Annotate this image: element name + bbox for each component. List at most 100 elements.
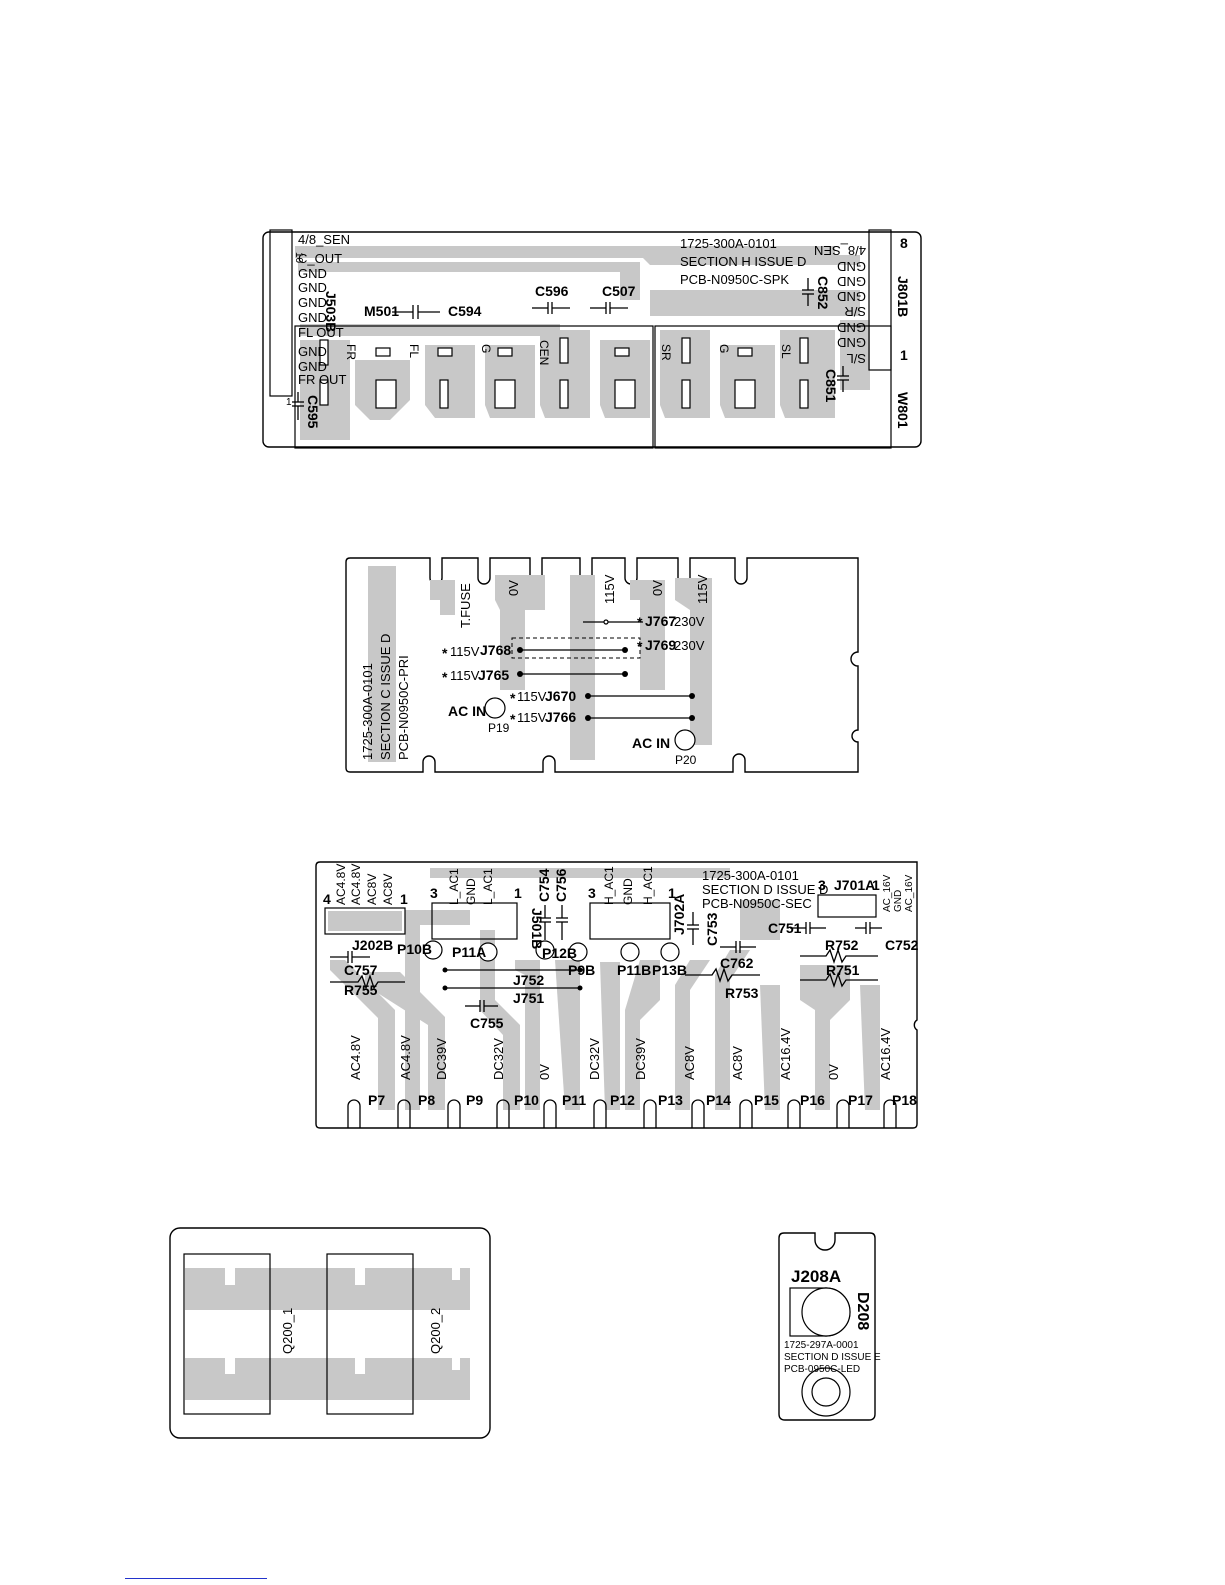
sec-voltage-p18: AC16.4V	[878, 1028, 893, 1080]
spk-right-pin-5: S/R	[844, 304, 866, 319]
pri-jumpers	[511, 619, 695, 721]
pri-p20-pad	[674, 729, 696, 751]
sec-label-c751: C751	[768, 920, 802, 936]
sec-j202b-pin-4: AC8V	[381, 874, 395, 905]
pri-label-230v-1: 230V	[674, 614, 705, 629]
sec-voltage-p17: 0V	[826, 1064, 841, 1080]
pri-board-code: 1725-300A-0101	[360, 663, 375, 760]
spk-right-pin-8: S/L	[846, 351, 866, 366]
sec-components	[330, 905, 882, 1012]
led-board-code: 1725-297A-0001	[784, 1340, 859, 1351]
spk-left-pin-1: 4/8_SEN	[298, 232, 350, 247]
sec-j701a-num-3: 3	[818, 877, 826, 893]
spk-label-m501: M501	[364, 303, 399, 319]
sec-j702a-pin-3: H_AC1	[641, 866, 655, 905]
sec-voltage-p9: DC39V	[434, 1038, 449, 1080]
sec-j202b-pin-2: AC4.8V	[349, 864, 363, 905]
sec-j701a-connector	[817, 894, 877, 918]
sec-j501b-pin-1: L_AC1	[447, 868, 461, 905]
pri-board-pcb: PCB-N0950C-PRI	[396, 655, 411, 760]
spk-label-c596: C596	[535, 283, 569, 299]
sec-label-j701a: J701A	[834, 877, 875, 893]
pri-traces	[368, 566, 712, 762]
sec-pin-p15: P15	[754, 1092, 779, 1108]
spk-right-pin-3: GND	[837, 274, 866, 289]
pri-label-p20: P20	[675, 753, 697, 767]
sec-label-p10b: P10B	[397, 941, 432, 957]
sec-label-c755: C755	[470, 1015, 504, 1031]
spk-terminal-right	[654, 325, 892, 449]
spk-left-pin-4: GND	[298, 280, 327, 295]
sec-j202b-pin-3: AC8V	[365, 874, 379, 905]
pri-label-115v-j766: 115V	[517, 710, 547, 725]
sec-label-r751: R751	[826, 962, 860, 978]
sec-label-c754: C754	[536, 868, 552, 902]
sec-j202b-num-1: 1	[400, 891, 408, 907]
sec-label-j751: J751	[513, 990, 544, 1006]
pri-label-j766: J766	[545, 709, 576, 725]
spk-left-pin-2: C_OUT	[298, 251, 342, 266]
sec-voltage-p13: DC39V	[633, 1038, 648, 1080]
spk-label-sl: SL	[779, 344, 793, 359]
spk-right-pin-7: GND	[837, 335, 866, 350]
sec-label-j702a: J702A	[671, 894, 687, 935]
pri-label-0v-2: 0V	[650, 580, 665, 596]
spk-label-j801b: J801B	[895, 276, 911, 317]
sec-board-section: SECTION D ISSUE D	[702, 882, 828, 897]
pri-ac-in-2: AC IN	[632, 735, 670, 751]
sec-j501b-connector	[431, 902, 518, 940]
led-mount-hole-inner	[811, 1377, 841, 1407]
sec-label-p9b: P9B	[568, 962, 595, 978]
sec-pads	[423, 940, 680, 962]
spk-right-pin-1: 4/8_SEN	[814, 243, 866, 258]
sec-terminal-notches	[347, 1099, 897, 1128]
sec-label-p13b: P13B	[652, 962, 687, 978]
led-board: J208A D208 1725-297A-0001 SECTION D ISSU…	[778, 1232, 881, 1421]
led-board-pcb: PCB-0950C-LED	[784, 1364, 860, 1375]
spk-label-g2: G	[717, 344, 731, 353]
pri-label-j769: J769	[645, 637, 676, 653]
q200-board: Q200_1 Q200_2	[169, 1227, 491, 1439]
sec-traces	[330, 868, 880, 1110]
spk-j801b-connector	[868, 229, 892, 371]
sec-j501b-num-1: 1	[514, 885, 522, 901]
spk-board-code: 1725-300A-0101	[680, 236, 777, 251]
pri-star-1: *	[637, 614, 643, 630]
q200-2-label: Q200_2	[428, 1308, 443, 1354]
spk-label-fr: FR	[344, 344, 358, 360]
spk-right-pin-6: GND	[837, 320, 866, 335]
pri-label-tfuse: T.FUSE	[458, 583, 473, 628]
pri-label-230v-2: 230V	[674, 638, 705, 653]
pri-label-j765: J765	[478, 667, 509, 683]
sec-label-p11b: P11B	[617, 962, 651, 978]
spk-label-c851: C851	[823, 369, 839, 403]
spk-terminal-left	[294, 325, 654, 449]
pri-label-j767: J767	[645, 613, 676, 629]
spk-board-pcb: PCB-N0950C-SPK	[680, 272, 789, 287]
sec-j202b-num-4: 4	[323, 891, 331, 907]
spk-label-cen: CEN	[537, 340, 551, 365]
sec-label-j202b: J202B	[352, 937, 393, 953]
sec-voltage-p16: AC16.4V	[778, 1028, 793, 1080]
pri-board-section: SECTION C ISSUE D	[378, 634, 393, 760]
q200-2-outline	[326, 1253, 414, 1415]
pri-label-115v-j670: 115V	[517, 689, 547, 704]
pri-label-115v-j765: 115V	[450, 668, 480, 683]
spk-right-pin-2: GND	[837, 259, 866, 274]
spk-label-c852: C852	[815, 276, 831, 310]
sec-label-p12b: P12B	[542, 945, 577, 961]
sec-j701a-pin-1: AC_16V	[882, 874, 893, 912]
sec-board-pcb: PCB-N0950C-SEC	[702, 896, 812, 911]
pri-label-j670: J670	[545, 688, 576, 704]
sec-label-c756: C756	[553, 868, 569, 902]
sec-voltage-p15: AC8V	[730, 1046, 745, 1080]
sec-voltage-p12: DC32V	[587, 1038, 602, 1080]
q200-1-label: Q200_1	[280, 1308, 295, 1354]
spk-left-pin-8: GND	[298, 344, 327, 359]
spk-label-sr: SR	[659, 344, 673, 361]
pri-label-0v-1: 0V	[506, 580, 521, 596]
sec-label-r755: R755	[344, 982, 378, 998]
sec-pin-p11: P11	[562, 1092, 586, 1108]
footer-link-underline[interactable]	[125, 1578, 267, 1579]
sec-pin-p14: P14	[706, 1092, 731, 1108]
